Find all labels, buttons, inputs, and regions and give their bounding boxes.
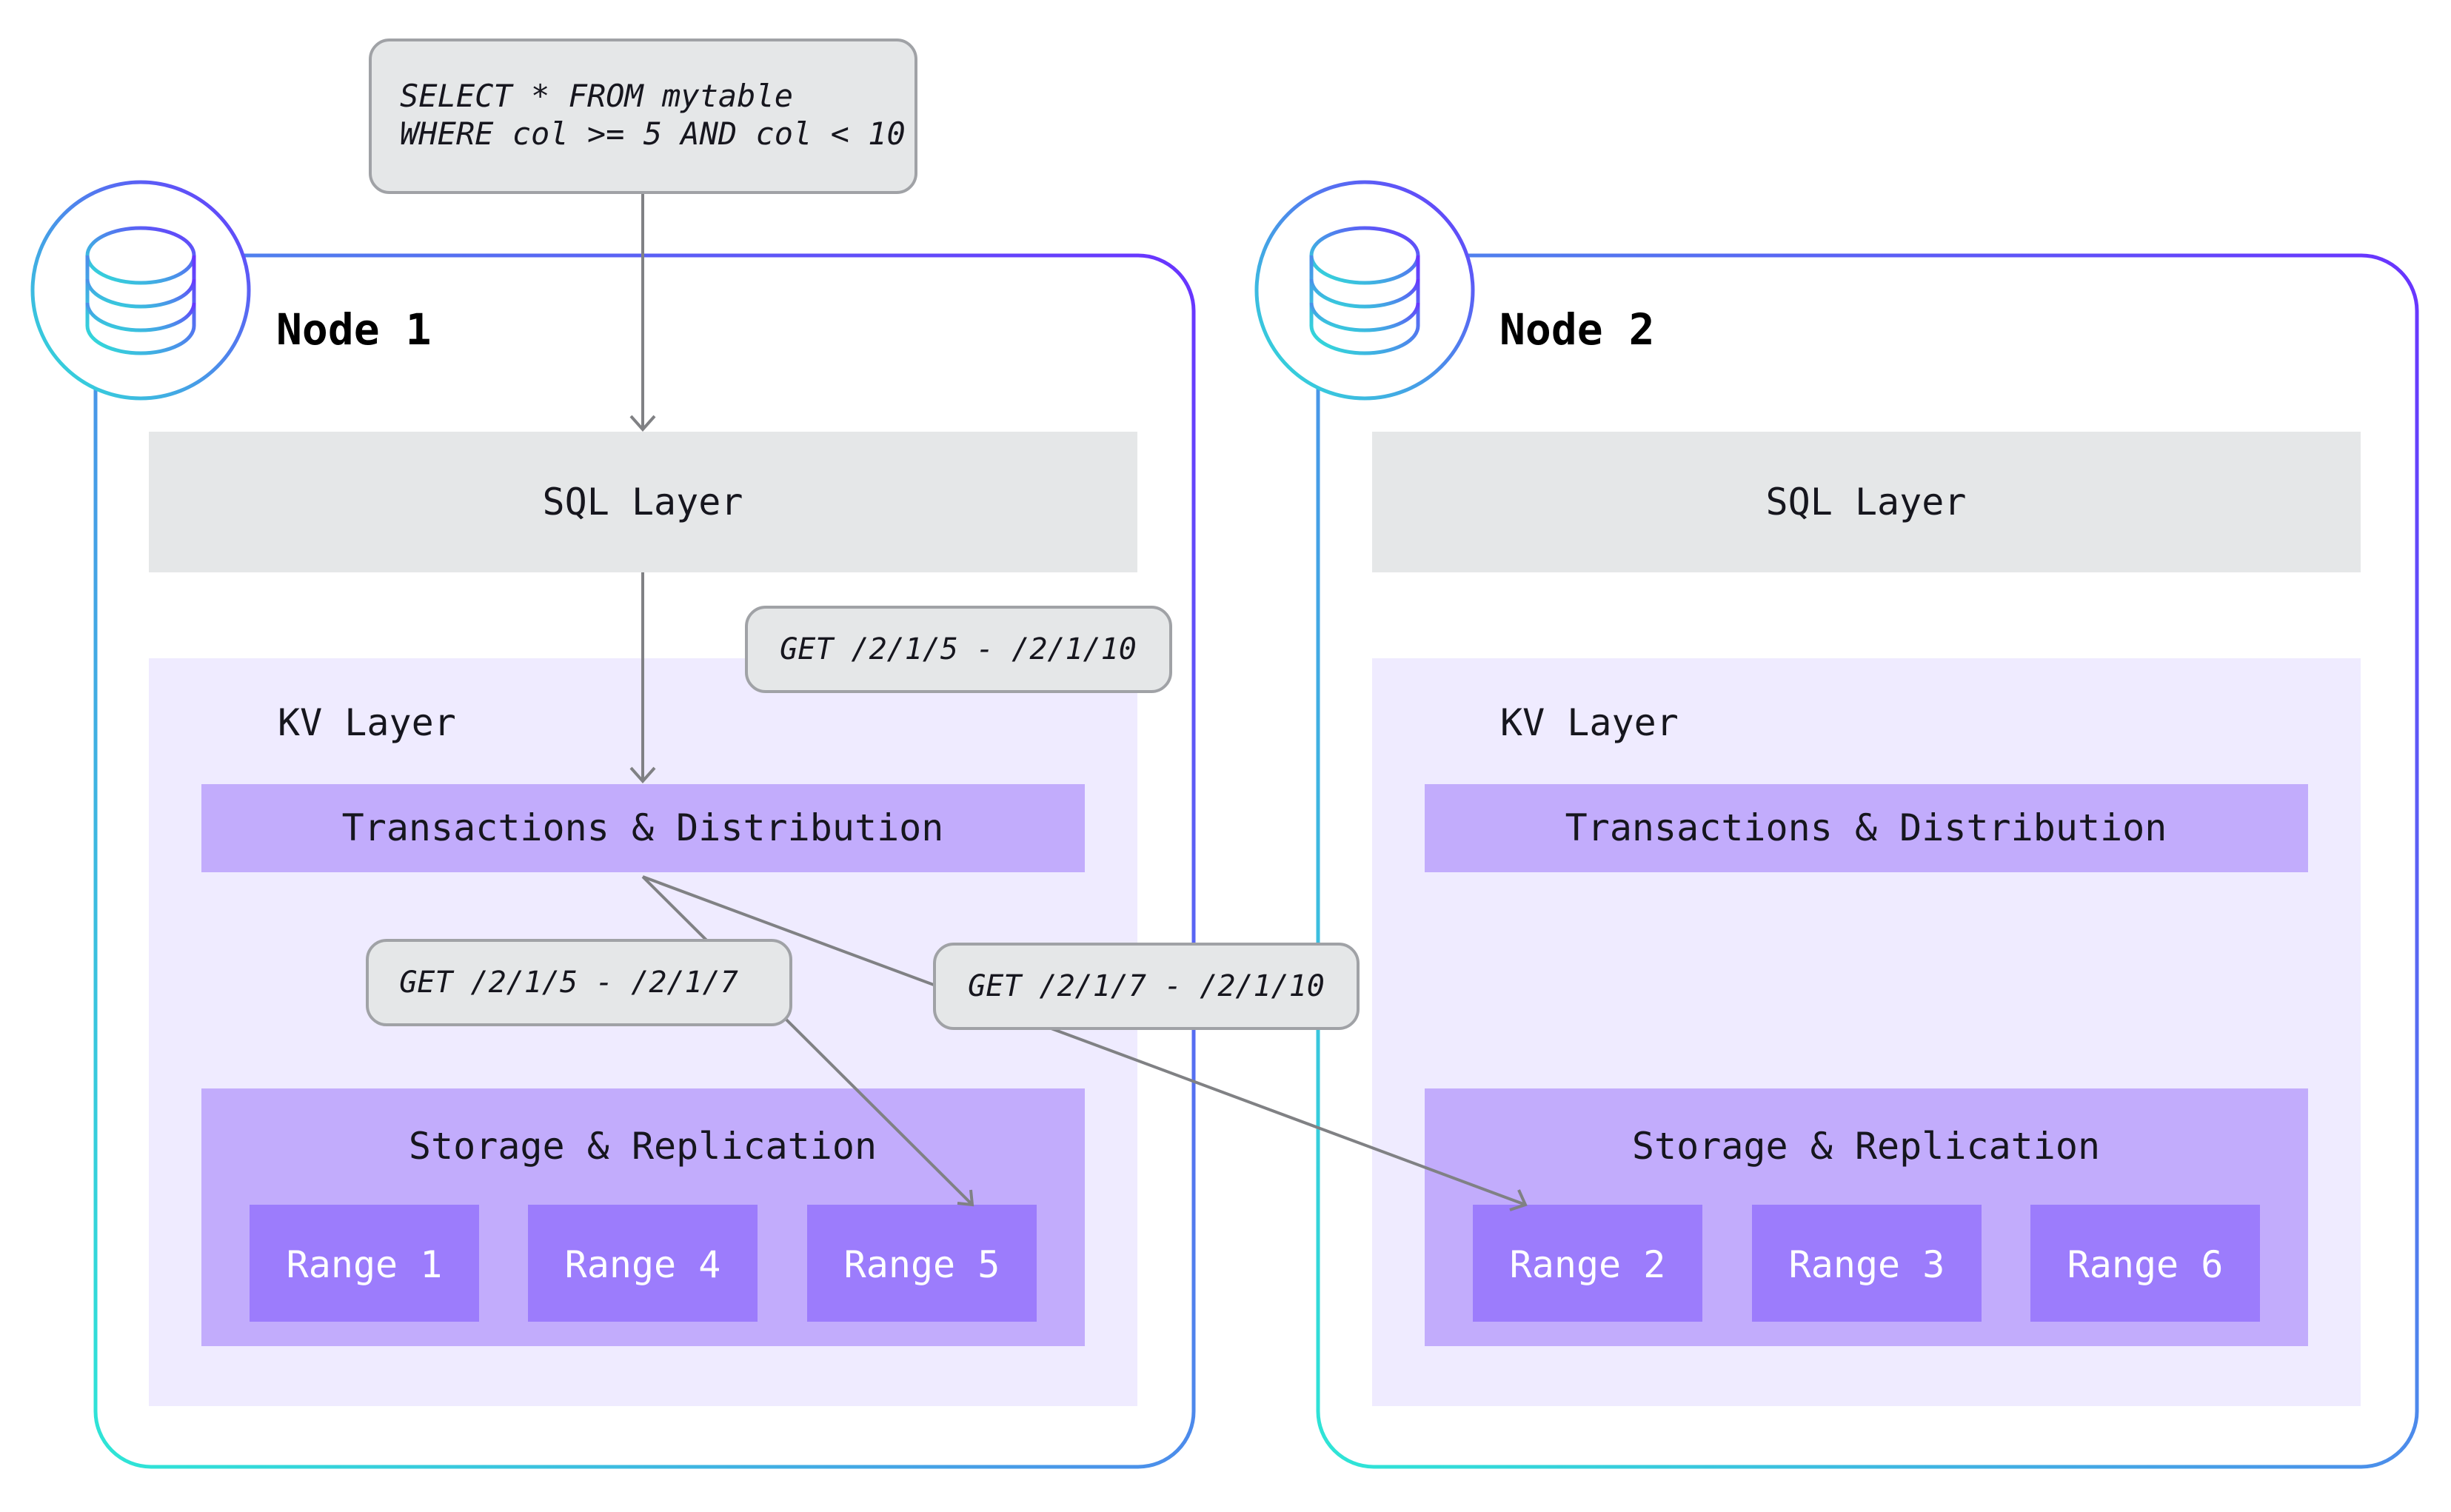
node-2-range-2-label: Range 2 [1510, 1243, 1666, 1286]
query-line-1: SELECT * FROM mytable [400, 78, 793, 114]
query-bubble: SELECT * FROM mytable WHERE col >= 5 AND… [369, 39, 917, 194]
get-remote-label: GET /2/1/7 - /2/1/10 [968, 969, 1325, 1003]
node-2-sql-layer-label: SQL Layer [1766, 481, 1967, 523]
node-1-range-1-label: Range 1 [287, 1243, 443, 1286]
node-1-kv-layer-label: KV Layer [278, 701, 456, 744]
node-1-transactions-label: Transactions & Distribution [342, 806, 944, 849]
node-2-title: Node 2 [1499, 304, 1655, 355]
get-local-bubble: GET /2/1/5 - /2/1/7 [366, 939, 792, 1026]
node-2-range-6 [2030, 1205, 2260, 1322]
node-1-range-1 [250, 1205, 479, 1322]
get-full-label: GET /2/1/5 - /2/1/10 [780, 632, 1137, 666]
arrow-transactions-to-range2 [642, 875, 1526, 1206]
node-2-range-3 [1752, 1205, 1982, 1322]
arrow-transactions-to-range5 [641, 875, 974, 1206]
get-full-bubble: GET /2/1/5 - /2/1/10 [745, 606, 1172, 693]
node-1-sql-layer [149, 432, 1137, 572]
arrowhead-sql-to-transactions [629, 766, 656, 784]
node-2-transactions [1425, 784, 2308, 872]
node-1-range-4 [528, 1205, 758, 1322]
arrowhead-query-to-sql [629, 415, 656, 432]
node-2-range-2 [1473, 1205, 1702, 1322]
node-1-storage-label: Storage & Replication [409, 1125, 877, 1168]
arrowhead-transactions-to-range5 [957, 1189, 974, 1207]
node-1: Node 1 SQL Layer KV Layer Transactions &… [30, 180, 1196, 1469]
node-1-range-5-label: Range 5 [844, 1243, 1000, 1286]
node-2: Node 2 SQL Layer KV Layer Transactions &… [1254, 180, 2419, 1469]
query-line-2: WHERE col >= 5 AND col < 10 [400, 116, 906, 152]
node-2-range-6-label: Range 6 [2067, 1243, 2224, 1286]
node-2-kv-layer-label: KV Layer [1500, 701, 1679, 744]
node-1-sql-layer-label: SQL Layer [543, 481, 743, 523]
get-remote-bubble: GET /2/1/7 - /2/1/10 [933, 943, 1360, 1030]
database-icon [30, 180, 251, 401]
node-2-transactions-label: Transactions & Distribution [1565, 806, 2167, 849]
node-1-range-4-label: Range 4 [565, 1243, 721, 1286]
node-1-title: Node 1 [276, 304, 432, 355]
node-1-range-5 [807, 1205, 1037, 1322]
node-1-transactions [201, 784, 1085, 872]
node-2-storage-label: Storage & Replication [1632, 1125, 2100, 1168]
database-icon [1254, 180, 1475, 401]
connectors [629, 193, 1528, 1211]
node-2-range-3-label: Range 3 [1789, 1243, 1945, 1286]
arrowhead-transactions-to-range2 [1509, 1189, 1528, 1211]
node-2-sql-layer [1372, 432, 2361, 572]
get-local-label: GET /2/1/5 - /2/1/7 [399, 966, 738, 1000]
